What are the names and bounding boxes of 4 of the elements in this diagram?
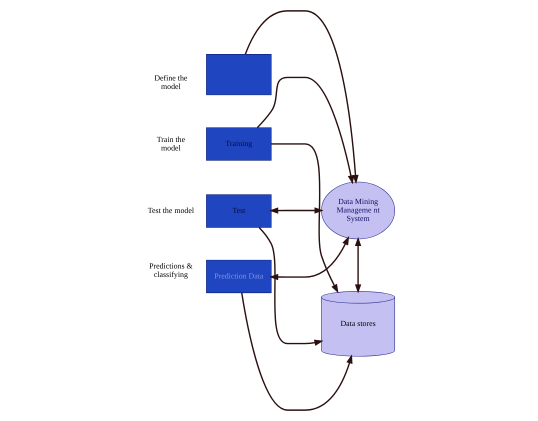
node-label: Train the model <box>156 134 186 152</box>
node-label: Predictions & classifying <box>149 262 193 280</box>
node-label: Define the model <box>154 73 188 91</box>
node-label: Test the model <box>148 206 194 216</box>
